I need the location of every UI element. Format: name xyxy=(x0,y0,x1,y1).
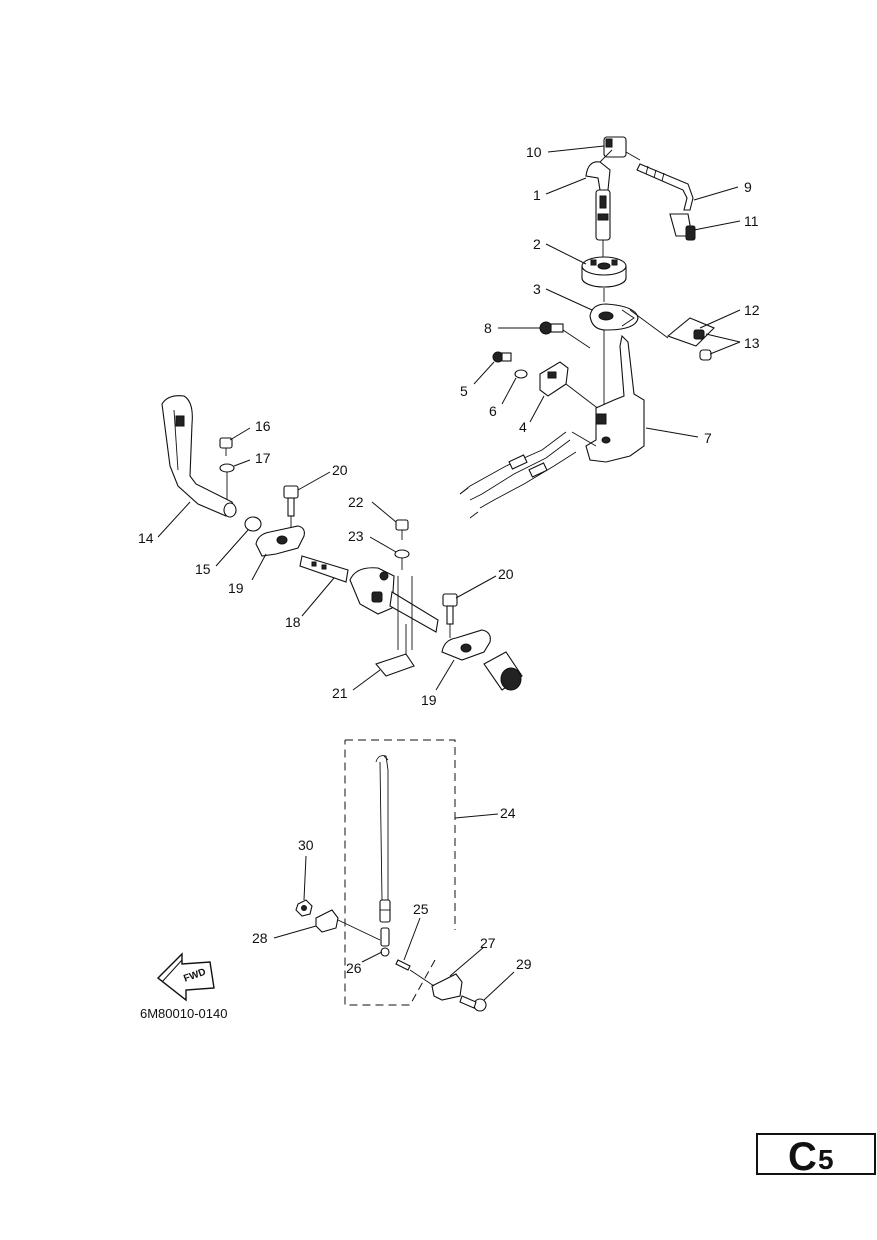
label-23: 23 xyxy=(348,528,364,544)
label-28: 28 xyxy=(252,930,268,946)
part-6-washer xyxy=(514,369,528,379)
label-17: 17 xyxy=(255,450,271,466)
part-2-pulley xyxy=(581,256,627,288)
label-15: 15 xyxy=(195,561,211,577)
label-1: 1 xyxy=(533,187,541,203)
label-4: 4 xyxy=(519,419,527,435)
part-12-bracket xyxy=(629,309,715,347)
part-1-lever xyxy=(585,149,613,262)
part-23-washer xyxy=(394,549,410,559)
part-number-labels: 10 1 9 11 2 3 12 8 13 5 6 4 7 16 17 20 2… xyxy=(138,144,760,976)
part-22-bolt xyxy=(395,519,409,540)
label-24: 24 xyxy=(500,805,516,821)
part-28-clip xyxy=(315,909,381,941)
label-14: 14 xyxy=(138,530,154,546)
part-21-plate xyxy=(375,624,415,677)
label-5: 5 xyxy=(460,383,468,399)
label-13: 13 xyxy=(744,335,760,351)
lower-rod-assembly xyxy=(295,739,487,1012)
part-4-bracket xyxy=(539,361,601,411)
label-20-upper: 20 xyxy=(332,462,348,478)
part-11-clip xyxy=(669,213,696,241)
label-29: 29 xyxy=(516,956,532,972)
part-25-pin xyxy=(395,959,411,971)
label-6: 6 xyxy=(489,403,497,419)
label-21: 21 xyxy=(332,685,348,701)
part-10-clip xyxy=(603,136,627,158)
part-27-clip xyxy=(409,969,463,1001)
throttle-grip-cap xyxy=(483,651,523,691)
label-10: 10 xyxy=(526,144,542,160)
label-26: 26 xyxy=(346,960,362,976)
label-19-lower: 19 xyxy=(421,692,437,708)
part-20-bolt-upper xyxy=(283,485,299,517)
section-badge-number: 5 xyxy=(818,1144,834,1175)
label-8: 8 xyxy=(484,320,492,336)
label-25: 25 xyxy=(413,901,429,917)
section-badge: C 5 xyxy=(756,1133,876,1179)
section-badge-letter: C xyxy=(788,1135,817,1179)
part-7-main-bracket xyxy=(571,334,645,463)
label-20-lower: 20 xyxy=(498,566,514,582)
part-30-nut xyxy=(295,899,313,917)
part-24-boundary xyxy=(344,739,456,1006)
label-7: 7 xyxy=(704,430,712,446)
part-16-bolt xyxy=(219,437,233,456)
fwd-arrow-icon: FWD xyxy=(156,952,215,1002)
upper-right-assembly xyxy=(459,136,715,519)
label-2: 2 xyxy=(533,236,541,252)
label-3: 3 xyxy=(533,281,541,297)
part-3-cam xyxy=(589,303,639,331)
label-27: 27 xyxy=(480,935,496,951)
part-20-bolt-lower xyxy=(442,593,458,625)
part-5-bolt xyxy=(492,351,512,363)
part-9-rod xyxy=(625,151,694,211)
label-9: 9 xyxy=(744,179,752,195)
part-19-clamp-lower xyxy=(441,629,491,661)
label-30: 30 xyxy=(298,837,314,853)
part-8-bolt xyxy=(539,321,591,349)
part-24-rod xyxy=(375,755,391,957)
label-18: 18 xyxy=(285,614,301,630)
part-13-nuts xyxy=(693,329,712,361)
label-12: 12 xyxy=(744,302,760,318)
part-19-clamp-upper xyxy=(255,525,305,557)
label-19-upper: 19 xyxy=(228,580,244,596)
part-17-washer xyxy=(219,463,235,473)
label-22: 22 xyxy=(348,494,364,510)
leader-lines xyxy=(157,145,741,1001)
label-11: 11 xyxy=(744,213,759,229)
part-15-o-ring xyxy=(244,516,262,532)
label-16: 16 xyxy=(255,418,271,434)
part-14-tiller-handle xyxy=(161,395,237,518)
part-29-bolt xyxy=(459,995,487,1012)
drawing-code: 6M80010-0140 xyxy=(140,1006,227,1021)
throttle-cables xyxy=(459,431,577,519)
part-18-shaft xyxy=(299,555,439,650)
tiller-handle-assembly xyxy=(161,395,523,691)
